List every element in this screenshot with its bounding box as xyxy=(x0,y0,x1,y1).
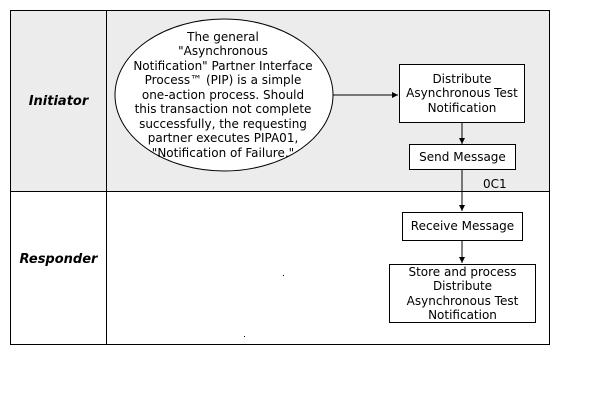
stray-dot xyxy=(283,275,284,276)
message-label: 0C1 xyxy=(483,177,507,191)
store-process-activity: Store and process Distribute Asynchronou… xyxy=(389,264,536,323)
lane-label-responder: Responder xyxy=(19,252,98,267)
send-message-activity: Send Message xyxy=(409,144,516,170)
distribute-notification-activity: Distribute Asynchronous Test Notificatio… xyxy=(399,64,525,123)
note-text: The general "Asynchronous Notification" … xyxy=(133,29,313,160)
stray-dot xyxy=(244,336,245,337)
lane-label-initiator: Initiator xyxy=(28,94,89,109)
receive-message-activity: Receive Message xyxy=(402,212,523,241)
